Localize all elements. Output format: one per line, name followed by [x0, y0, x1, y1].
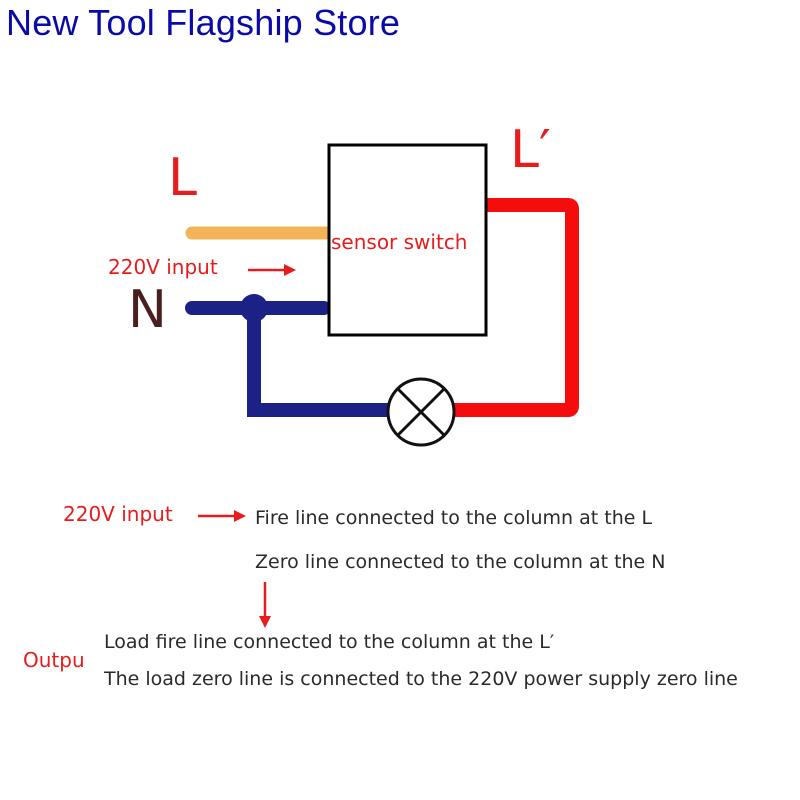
label-l: L	[168, 148, 197, 208]
output-label: Outpu	[23, 648, 85, 672]
load-zero-text: The load zero line is connected to the 2…	[104, 668, 738, 690]
label-n: N	[128, 280, 167, 340]
instruction-input-label: 220V input	[63, 502, 173, 526]
fire-line-arrow-icon	[198, 510, 246, 522]
diagram-input-label: 220V input	[108, 255, 218, 279]
page-title: New Tool Flagship Store	[6, 2, 401, 43]
down-arrow-icon	[259, 582, 271, 628]
sensor-switch-box	[327, 143, 488, 337]
sensor-switch-label: sensor switch	[331, 230, 468, 254]
zero-line-text: Zero line connected to the column at the…	[255, 551, 666, 573]
lamp-icon	[386, 377, 456, 447]
load-fire-text: Load fire line connected to the column a…	[104, 631, 555, 653]
fire-line-text: Fire line connected to the column at the…	[255, 507, 653, 529]
label-l-prime: L′	[510, 120, 551, 180]
diagram-input-arrow-icon	[248, 264, 296, 276]
neutral-junction-dot	[240, 294, 268, 322]
live-output-wire	[448, 198, 579, 417]
